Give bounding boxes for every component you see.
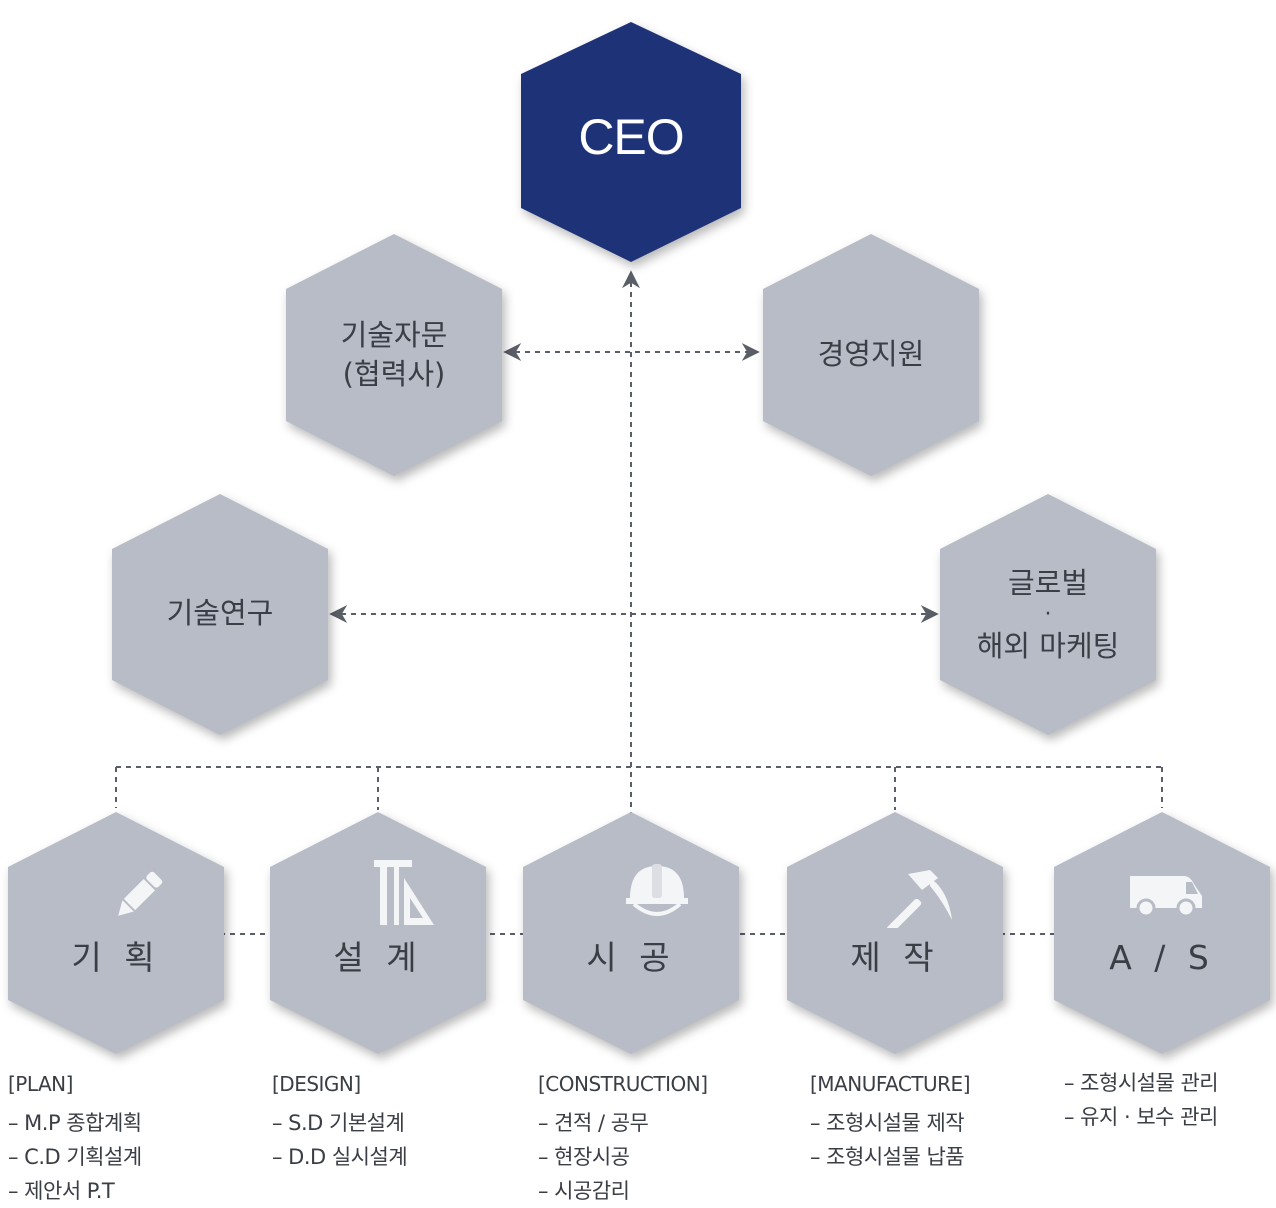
as-description: – 조형시설물 관리 – 유지 · 보수 관리: [1064, 1066, 1219, 1134]
plan-item: – C.D 기획설계: [8, 1145, 142, 1169]
tech-research-label: 기술연구: [166, 596, 274, 631]
construction-description: [CONSTRUCTION] – 견적 / 공무 – 현장시공 – 시공감리: [538, 1072, 708, 1208]
construction-code: [CONSTRUCTION]: [538, 1072, 708, 1096]
tech-research-hexagon: [112, 494, 328, 735]
tech-advisory-label: 기술자문 (협력사): [286, 295, 502, 415]
plan-description: [PLAN] – M.P 종합계획 – C.D 기획설계 – 제안서 P.T: [8, 1072, 142, 1208]
construction-item: – 시공감리: [538, 1179, 630, 1203]
pencil-icon: [118, 871, 163, 916]
design-description: [DESIGN] – S.D 기본설계 – D.D 실시설계: [272, 1072, 408, 1174]
manufacture-item: – 조형시설물 제작: [810, 1111, 965, 1135]
dept-label-manufacture: 제 작: [850, 937, 940, 977]
construction-item: – 현장시공: [538, 1145, 630, 1169]
manufacture-item: – 조형시설물 납품: [810, 1145, 965, 1169]
global-marketing-dot: ·: [1044, 601, 1052, 627]
manufacture-hexagon: [787, 812, 1003, 1054]
ceo-label: CEO: [578, 109, 684, 166]
management-support-label: 경영지원: [817, 337, 925, 372]
construction-hexagon: [523, 812, 739, 1054]
global-marketing-line2: 해외 마케팅: [976, 629, 1120, 664]
plan-item: – M.P 종합계획: [8, 1111, 142, 1135]
tech-advisory-line1: 기술자문: [340, 317, 448, 352]
dept-label-plan: 기 획: [71, 937, 161, 977]
ruler-square-icon: [374, 860, 434, 925]
manufacture-code: [MANUFACTURE]: [810, 1072, 971, 1096]
plan-code: [PLAN]: [8, 1072, 73, 1096]
as-item: – 유지 · 보수 관리: [1064, 1105, 1218, 1129]
global-marketing-line1: 글로벌: [1007, 565, 1089, 600]
hexagons: [8, 22, 1270, 1054]
plan-hexagon: [8, 812, 224, 1054]
dept-label-construction: 시 공: [586, 937, 676, 977]
management-support-hexagon: [763, 234, 979, 476]
as-hexagon: [1054, 812, 1270, 1054]
dept-label-as: A / S: [1109, 937, 1215, 977]
design-code: [DESIGN]: [272, 1072, 361, 1096]
manufacture-description: [MANUFACTURE] – 조형시설물 제작 – 조형시설물 납품: [810, 1072, 971, 1174]
hammer-icon: [886, 870, 952, 928]
construction-item: – 견적 / 공무: [538, 1111, 649, 1135]
as-item: – 조형시설물 관리: [1064, 1071, 1219, 1095]
hard-hat-icon: [626, 864, 688, 916]
global-marketing-label: 글로벌 · 해외 마케팅: [940, 550, 1156, 680]
tech-advisory-line2: (협력사): [342, 357, 446, 391]
tech-advisory-hexagon: [286, 234, 502, 476]
design-item: – S.D 기본설계: [272, 1111, 405, 1135]
design-hexagon: [270, 812, 486, 1054]
plan-item: – 제안서 P.T: [8, 1179, 115, 1203]
design-item: – D.D 실시설계: [272, 1145, 408, 1169]
dept-label-design: 설 계: [333, 937, 423, 977]
van-icon: [1130, 876, 1202, 918]
global-marketing-hexagon: [940, 494, 1156, 735]
ceo-hexagon: [521, 22, 741, 262]
